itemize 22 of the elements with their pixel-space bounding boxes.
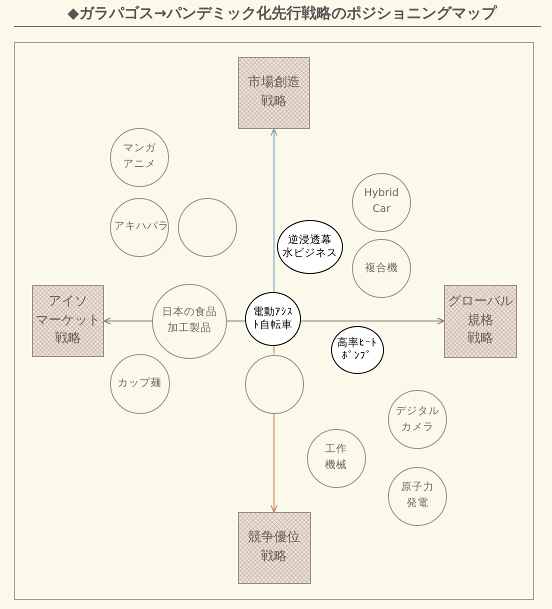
note-ellipse: 電動ｱｼｽﾄ自転車 — [245, 292, 301, 346]
topic-circle: 複合機 — [352, 239, 411, 298]
arrow — [104, 318, 152, 324]
arrow — [270, 413, 278, 512]
strategy-box: 市場創造戦略 — [238, 57, 310, 129]
strategy-box: グローバル規格戦略 — [444, 284, 517, 358]
strategy-box: 競争優位戦略 — [238, 512, 310, 584]
arrow — [300, 318, 444, 324]
topic-circle: 工作機械 — [306, 428, 366, 488]
topic-circle: 日本の食品加工製品 — [152, 284, 227, 358]
note-ellipse: 高率ﾋｰﾄﾎﾟﾝﾌﾟ — [330, 326, 384, 374]
diagram-title: ◆ガラパゴス→パンデミック化先行戦略のポジショニングマップ — [66, 3, 498, 23]
strategy-box: アイソマーケット戦略 — [32, 285, 104, 357]
topic-circle: マンガアニメ — [110, 128, 169, 186]
topic-circle: カップ麺 — [110, 354, 170, 414]
note-ellipse: 逆浸透幕水ビジネス — [277, 220, 343, 274]
topic-circle: アキハバラ — [110, 198, 169, 256]
topic-circle: Hybrid Car — [352, 172, 411, 232]
topic-circle: 原子力発電 — [388, 466, 447, 526]
topic-circle: デジタルカメラ — [388, 390, 447, 449]
connector-line — [226, 320, 246, 322]
arrow — [270, 128, 278, 292]
